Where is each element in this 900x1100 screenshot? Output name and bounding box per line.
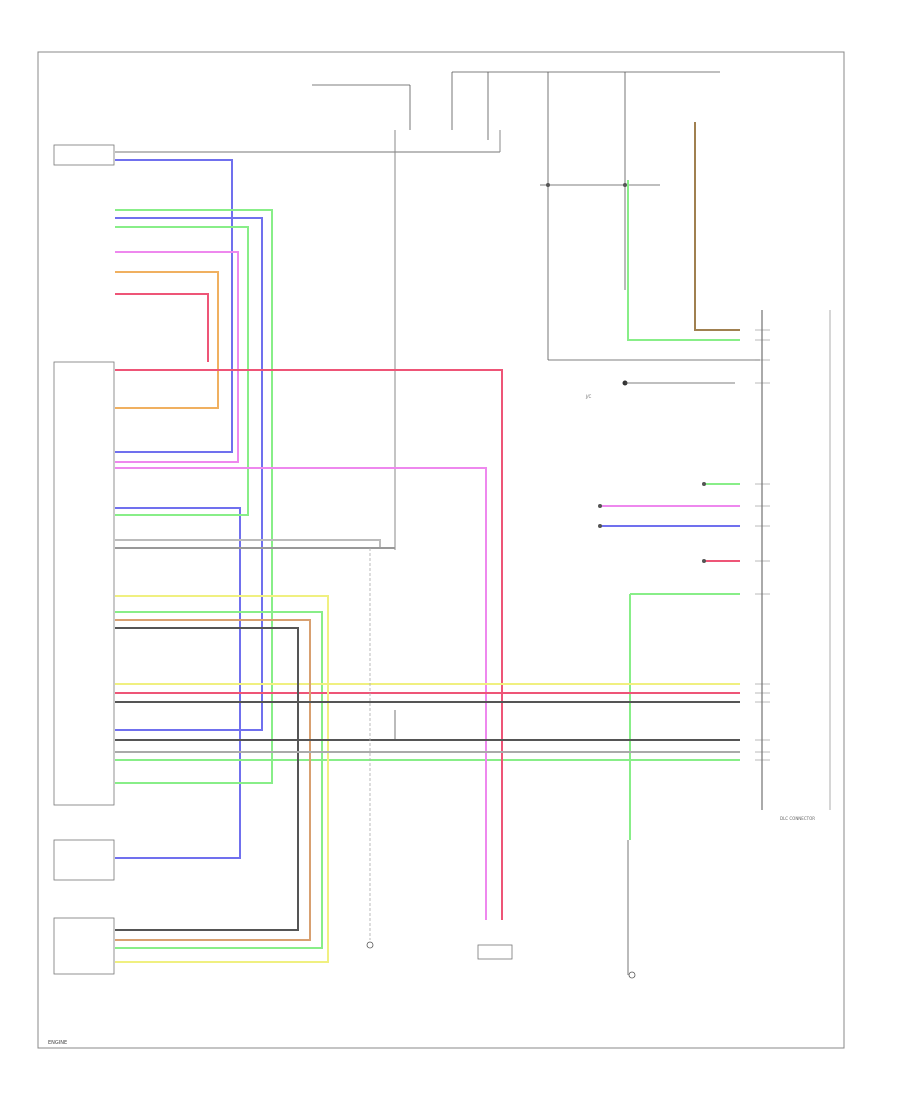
sensor-connector-block [53, 839, 115, 881]
colored-wires [115, 122, 740, 963]
o2-sensor-component [477, 944, 513, 960]
ecm-connector-block [53, 361, 115, 806]
diagram-frame [37, 51, 845, 1049]
footer-left-label: ENGINE [48, 1040, 67, 1046]
footer-right-label: DLC CONNECTOR [780, 816, 815, 821]
connector-block-top [53, 144, 115, 166]
harness-connector-block [53, 917, 115, 975]
power-distribution: J/C [312, 71, 760, 399]
svg-text:J/C: J/C [585, 394, 592, 399]
